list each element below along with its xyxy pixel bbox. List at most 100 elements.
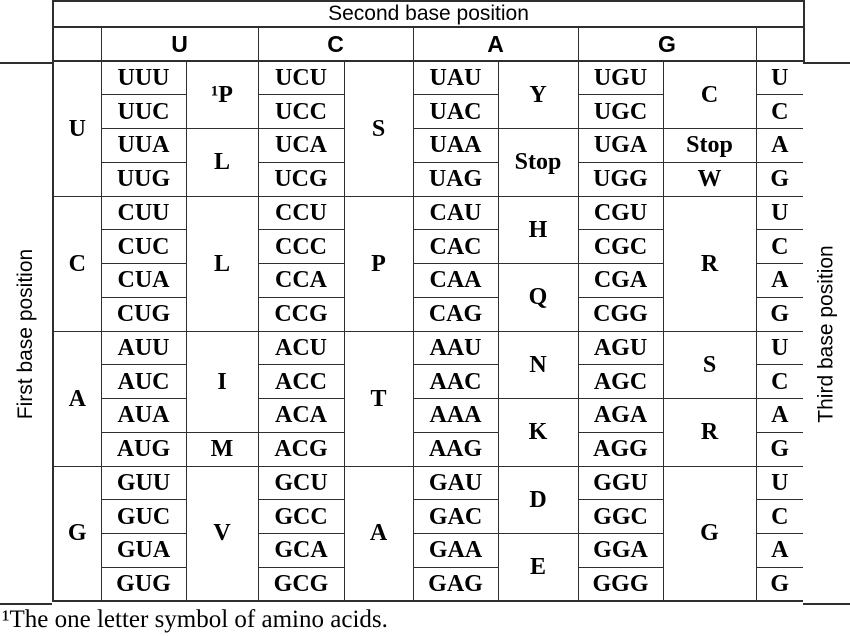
codon-cell: GGG [577,566,664,602]
amino-acid-cell: E [497,533,579,602]
codon-cell: GUA [100,533,187,568]
codon-cell: AGA [577,398,664,433]
third-base-cell: A [755,533,805,568]
first-base-cell: C [52,195,102,332]
third-base-axis: Third base position [803,62,850,605]
codon-row: UUC UCC UAC UGC C [53,94,805,129]
amino-acid-cell: K [497,398,579,467]
codon-cell: UGG [577,161,664,197]
third-base-cell: U [755,465,805,501]
codon-cell: GAU [412,465,499,501]
second-base-header-U: U [100,26,259,62]
amino-acid-cell: H [497,195,579,264]
codon-cell: AGG [577,431,664,467]
second-base-header-A: A [412,26,579,62]
amino-acid-cell: Stop [662,128,757,163]
codon-cell: AUC [100,364,187,399]
first-base-axis-label: First base position [14,248,38,419]
codon-cell: AUG [100,431,187,467]
codon-cell: ACU [257,330,345,366]
codon-cell: CCU [257,195,345,231]
amino-acid-cell: L [185,195,259,332]
amino-acid-cell: P [343,195,414,332]
third-base-cell: C [755,364,805,399]
codon-cell: GCU [257,465,345,501]
third-base-cell: A [755,128,805,163]
codon-cell: GAG [412,566,499,602]
codon-cell: CGG [577,296,664,332]
amino-acid-cell: I [185,330,259,433]
third-base-cell: G [755,431,805,467]
codon-cell: CGU [577,195,664,231]
third-base-cell: C [755,94,805,129]
first-base-cell: U [52,60,102,197]
codon-cell: ACG [257,431,345,467]
codon-cell: GAC [412,499,499,534]
codon-cell: CUU [100,195,187,231]
codon-cell: CCA [257,263,345,298]
amino-acid-cell: L [185,128,259,197]
second-base-header-G: G [577,26,757,62]
codon-cell: GGA [577,533,664,568]
codon-cell: CAU [412,195,499,231]
codon-cell: UAA [412,128,499,163]
amino-acid-cell: W [662,161,757,197]
amino-acid-cell: S [662,330,757,399]
table-header: Second base position U C A G [52,0,805,62]
third-base-axis-label: Third base position [814,244,838,423]
codon-cell: GUU [100,465,187,501]
empty-header-cell-right [755,26,805,62]
third-base-cell: U [755,195,805,231]
codon-cell: UAG [412,161,499,197]
codon-cell: GGC [577,499,664,534]
empty-header-cell-left [52,26,102,62]
codon-cell: GAA [412,533,499,568]
third-base-cell: G [755,296,805,332]
amino-acid-cell: V [185,465,259,602]
third-base-cell: U [755,60,805,96]
amino-acid-cell: D [497,465,579,534]
first-base-axis: First base position [0,62,52,605]
amino-acid-cell: A [343,465,414,602]
codon-cell: AGC [577,364,664,399]
codon-cell: AAU [412,330,499,366]
amino-acid-cell: Stop [497,128,579,197]
codon-cell: AUA [100,398,187,433]
codon-cell: GUG [100,566,187,602]
codon-cell: ACC [257,364,345,399]
third-base-cell: G [755,566,805,602]
codon-cell: UAU [412,60,499,96]
second-base-title: Second base position [52,0,805,28]
codon-cell: CGC [577,229,664,264]
codon-cell: CAG [412,296,499,332]
title-row: Second base position [52,0,805,28]
codon-cell: UCC [257,94,345,129]
codon-cell: UAC [412,94,499,129]
codon-cell: CGA [577,263,664,298]
codon-cell: GCG [257,566,345,602]
codon-cell: UUC [100,94,187,129]
codon-cell: CUG [100,296,187,332]
third-base-cell: A [755,263,805,298]
codon-cell: AAG [412,431,499,467]
codon-cell: GCA [257,533,345,568]
codon-cell: UGC [577,94,664,129]
codon-cell: GGU [577,465,664,501]
third-base-cell: C [755,499,805,534]
third-base-cell: A [755,398,805,433]
codon-cell: AUU [100,330,187,366]
second-base-header-C: C [257,26,414,62]
